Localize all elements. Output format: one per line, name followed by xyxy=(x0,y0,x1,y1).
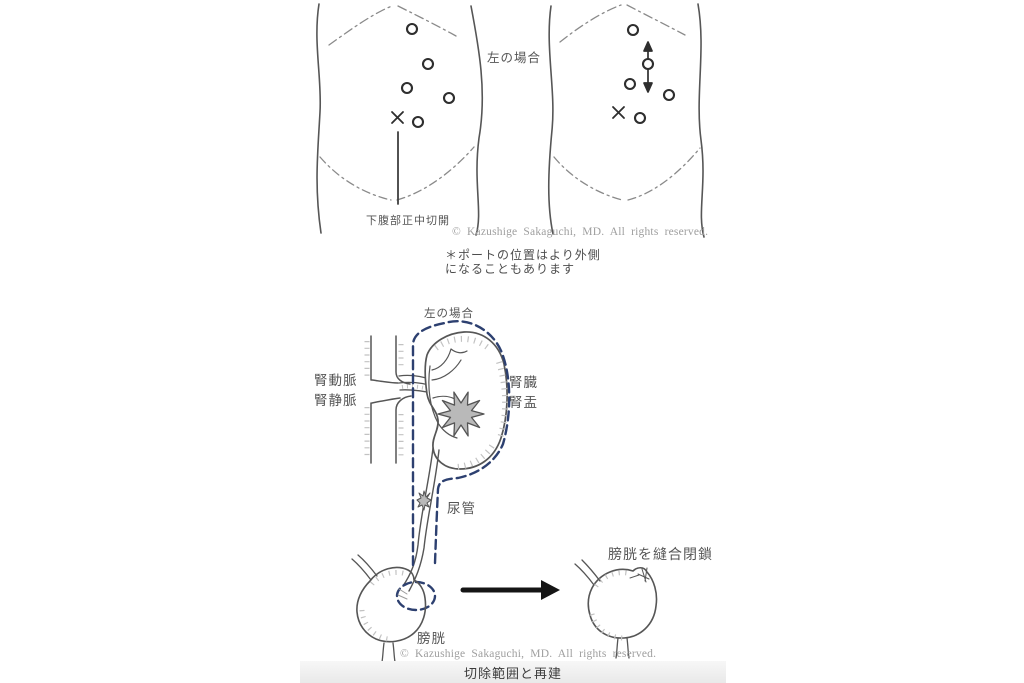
port-circle xyxy=(421,57,435,71)
renal-vein-label: 腎静脈 xyxy=(314,393,358,408)
port-circle xyxy=(662,88,676,102)
renal-vessel-labels: 腎動脈 腎静脈 xyxy=(314,371,358,411)
inguinal-dashline xyxy=(553,147,701,201)
body-contours xyxy=(316,3,484,236)
left-abdomen-figure xyxy=(316,3,484,236)
x-mark xyxy=(612,106,625,119)
port-note-line2: になることもあります xyxy=(445,262,576,276)
renal-artery-label: 腎動脈 xyxy=(314,373,358,388)
bottom-caption: 切除範囲と再建 xyxy=(463,665,562,681)
renal-pelvis-label: 腎盂 xyxy=(509,395,538,410)
inguinal-dashline xyxy=(319,146,475,201)
port-note-line1: ＊ポートの位置はより外側 xyxy=(445,248,601,262)
right-abdomen-figure xyxy=(547,3,705,238)
bladder-outline xyxy=(356,566,427,643)
port-side-caption: 左の場合 xyxy=(487,51,542,65)
anatomy-figure xyxy=(351,320,658,663)
contralateral-ureter xyxy=(574,559,601,586)
renal-pelvis-tumor xyxy=(437,391,485,437)
aorta-walls xyxy=(370,335,412,464)
port-circles xyxy=(623,23,676,125)
contralateral-ureter xyxy=(351,554,378,581)
kidney-hatching xyxy=(434,335,509,470)
ureter-tumor xyxy=(416,490,432,511)
incision-label: 下腹部正中切開 xyxy=(366,215,450,227)
double-arrow-head-up xyxy=(643,41,653,52)
bladder-hatching xyxy=(359,569,407,642)
port-circles xyxy=(400,22,456,129)
bladder-label: 膀胱 xyxy=(417,631,446,646)
port-circle xyxy=(626,23,640,37)
suture-marks xyxy=(629,567,650,583)
bladder-closure-label: 膀胱を縫合閉鎖 xyxy=(608,546,713,562)
arrow-right xyxy=(460,580,560,600)
port-note: ＊ポートの位置はより外側 になることもあります xyxy=(445,248,601,276)
port-circle xyxy=(633,111,647,125)
port-circle xyxy=(405,22,419,36)
ureter-walls xyxy=(402,447,440,592)
anatomy-copyright: © Kazushige Sakaguchi, MD. All rights re… xyxy=(400,648,657,660)
costal-margin-dashline xyxy=(328,5,457,46)
port-circle xyxy=(411,115,425,129)
ureter-label: 尿管 xyxy=(447,501,476,516)
urethra xyxy=(615,637,630,659)
port-circle xyxy=(623,77,637,91)
urethra xyxy=(381,642,396,663)
kidney-pelvis-labels: 腎臓 腎盂 xyxy=(509,373,538,413)
costal-margin-dashline xyxy=(559,4,686,43)
x-mark xyxy=(391,111,404,124)
port-circle xyxy=(400,81,414,95)
caption-bar: 切除範囲と再建 xyxy=(300,661,726,683)
arrow-head xyxy=(541,580,560,600)
port-circle xyxy=(442,91,456,105)
port-copyright: © Kazushige Sakaguchi, MD. All rights re… xyxy=(452,226,709,238)
kidney-label: 腎臓 xyxy=(509,375,538,390)
ureter xyxy=(402,447,440,592)
double-arrow-head-down xyxy=(643,82,653,93)
ureter-entry-ticks xyxy=(397,588,408,600)
renal-pelvis-calyces xyxy=(428,348,468,439)
body-contours xyxy=(547,3,705,238)
bladder-after xyxy=(574,559,658,659)
bladder-before xyxy=(351,554,427,663)
port-circle xyxy=(641,57,655,71)
anatomy-side-caption: 左の場合 xyxy=(424,308,474,320)
resection-dashed-outline xyxy=(411,320,511,567)
